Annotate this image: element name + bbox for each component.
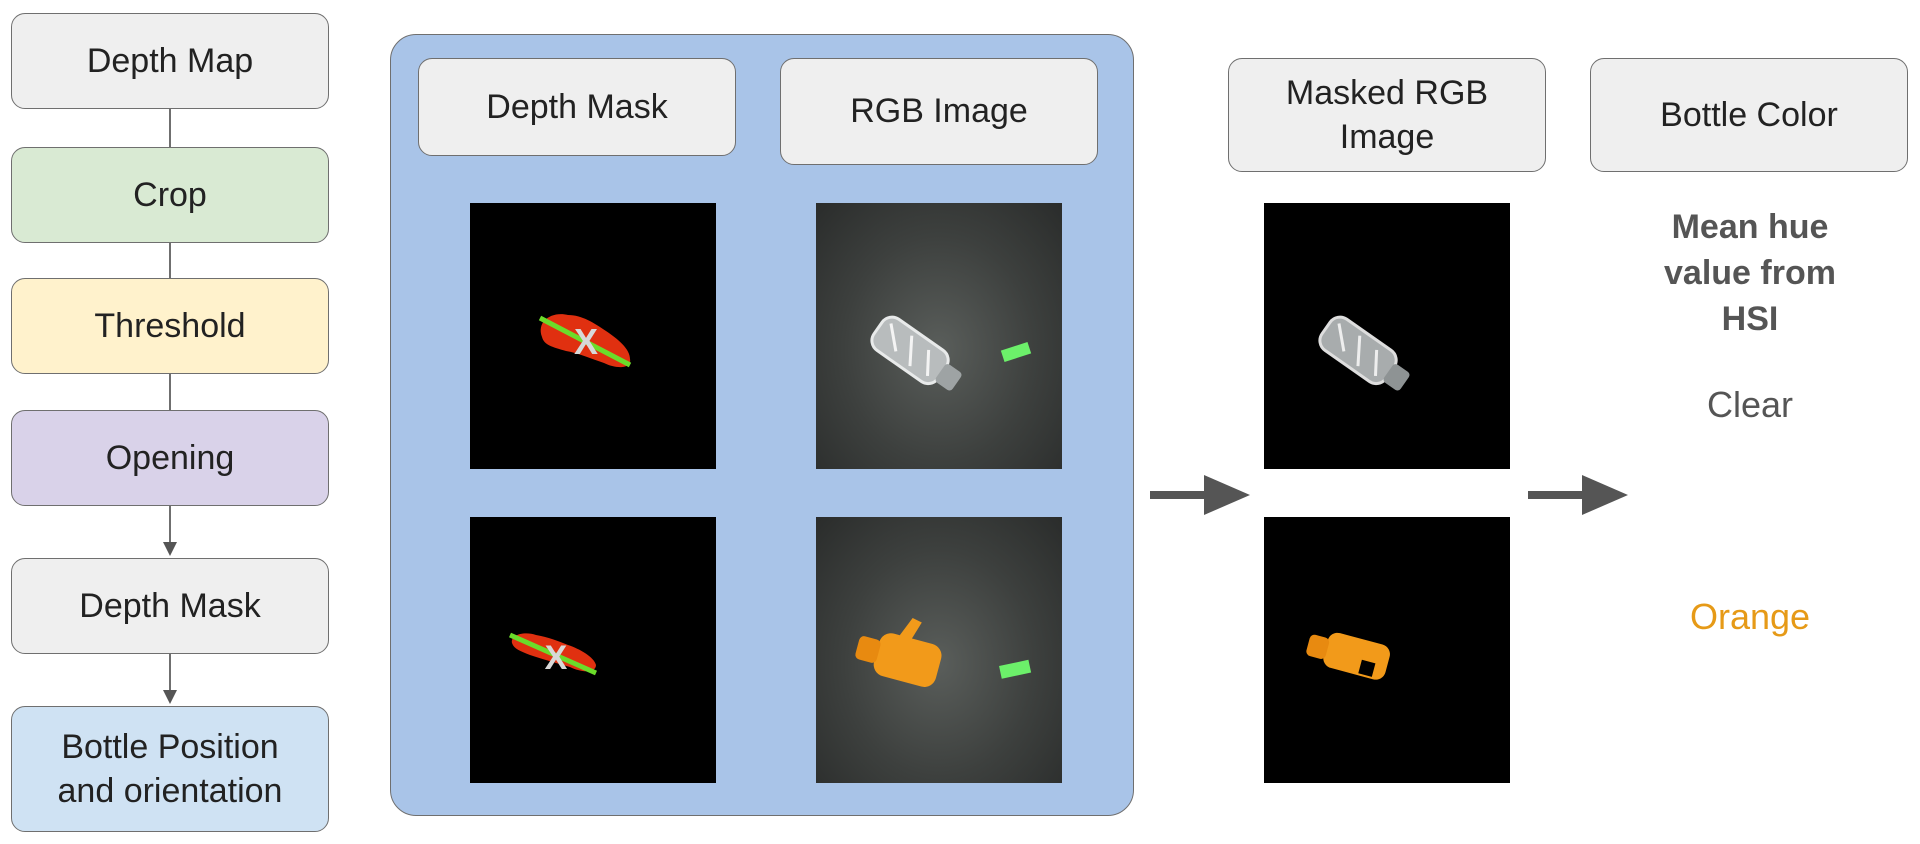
depth-mask-header: Depth Mask: [418, 58, 736, 156]
step-opening: Opening: [11, 410, 329, 506]
depth-mask-image-clear: X: [470, 203, 716, 469]
connector-line: [169, 506, 171, 542]
step-label: Depth Mask: [79, 584, 260, 628]
center-marker: X: [545, 639, 568, 677]
step-label: Depth Map: [87, 39, 253, 83]
rgb-image-orange: [816, 517, 1062, 783]
step-label: Threshold: [94, 304, 245, 348]
header-label: Bottle Color: [1660, 93, 1838, 137]
clear-bottle-graphic: [816, 203, 1062, 469]
color-result-clear: Clear: [1590, 384, 1910, 426]
step-label: Opening: [106, 436, 235, 480]
step-label: Crop: [133, 173, 207, 217]
masked-rgb-header: Masked RGB Image: [1228, 58, 1546, 172]
rgb-image-header: RGB Image: [780, 58, 1098, 165]
header-label: RGB Image: [850, 89, 1028, 133]
down-arrow-icon: [163, 542, 177, 556]
center-marker: X: [574, 321, 598, 362]
header-label: Masked RGB Image: [1267, 71, 1507, 159]
hue-description: Mean hue value from HSI: [1640, 205, 1860, 343]
masked-orange-graphic: [1264, 517, 1510, 783]
step-bottle-position: Bottle Position and orientation: [11, 706, 329, 832]
masked-image-orange: [1264, 517, 1510, 783]
down-arrow-icon: [163, 690, 177, 704]
masked-image-clear: [1264, 203, 1510, 469]
rgb-image-clear: [816, 203, 1062, 469]
connector-line: [169, 243, 171, 278]
right-arrow-icon: [1150, 473, 1250, 517]
clear-bottle: [1315, 312, 1415, 398]
orange-bottle: [852, 606, 950, 690]
color-result-orange: Orange: [1590, 596, 1910, 638]
clear-bottle: [867, 312, 967, 398]
connector-line: [169, 109, 171, 147]
depth-mask-graphic: X: [470, 203, 716, 469]
masked-clear-graphic: [1264, 203, 1510, 469]
connector-line: [169, 654, 171, 690]
depth-mask-image-orange: X: [470, 517, 716, 783]
green-label: [1001, 342, 1031, 362]
connector-line: [169, 374, 171, 410]
header-label: Depth Mask: [486, 85, 667, 129]
depth-mask-graphic: X: [470, 517, 716, 783]
orange-bottle: [1304, 626, 1393, 682]
step-threshold: Threshold: [11, 278, 329, 374]
step-label: Bottle Position and orientation: [40, 725, 300, 813]
step-crop: Crop: [11, 147, 329, 243]
step-depth-map: Depth Map: [11, 13, 329, 109]
orange-bottle-graphic: [816, 517, 1062, 783]
step-depth-mask: Depth Mask: [11, 558, 329, 654]
green-label: [999, 660, 1031, 679]
bottle-color-header: Bottle Color: [1590, 58, 1908, 172]
right-arrow-icon: [1528, 473, 1628, 517]
